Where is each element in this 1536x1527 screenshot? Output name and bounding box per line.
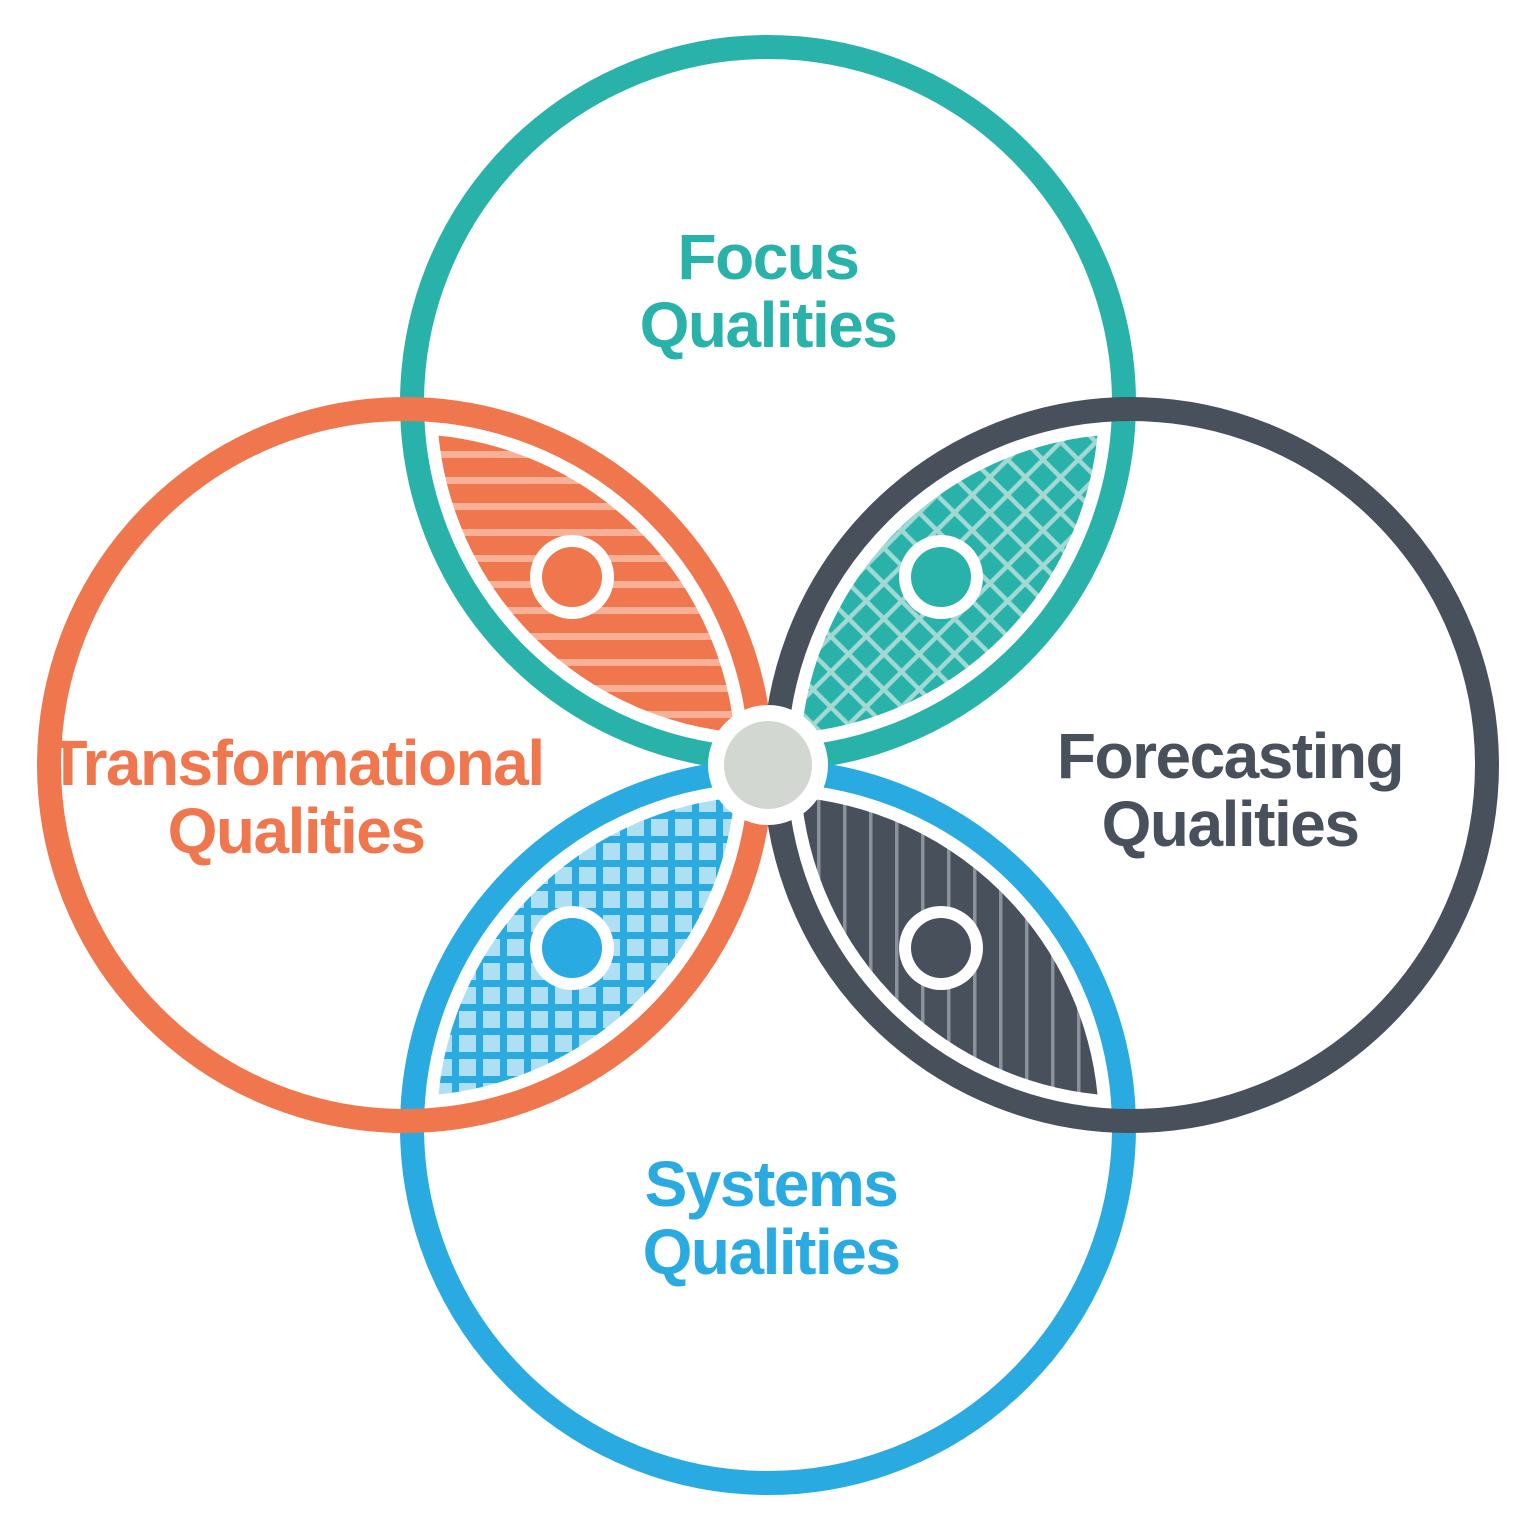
marker-dot-icon	[542, 547, 602, 607]
label-focus-line2: Qualities	[640, 289, 897, 361]
label-forecasting-line1: Forecasting	[1057, 720, 1403, 792]
label-systems-line2: Qualities	[643, 1216, 900, 1288]
marker-dot-icon	[542, 918, 602, 978]
petal-marker-focus-forecasting	[899, 535, 983, 619]
petal-marker-forecasting-systems	[899, 906, 983, 990]
label-transformational-line2: Qualities	[168, 795, 425, 867]
center-hub-icon	[724, 721, 812, 809]
label-forecasting-line2: Qualities	[1102, 788, 1359, 860]
marker-dot-icon	[911, 918, 971, 978]
petal-marker-transformational-systems	[530, 906, 614, 990]
label-transformational-line1: Transformational	[48, 727, 543, 799]
label-systems-line1: Systems	[645, 1148, 898, 1220]
label-focus-line1: Focus	[678, 221, 859, 293]
marker-dot-icon	[911, 547, 971, 607]
petal-marker-focus-transformational	[530, 535, 614, 619]
